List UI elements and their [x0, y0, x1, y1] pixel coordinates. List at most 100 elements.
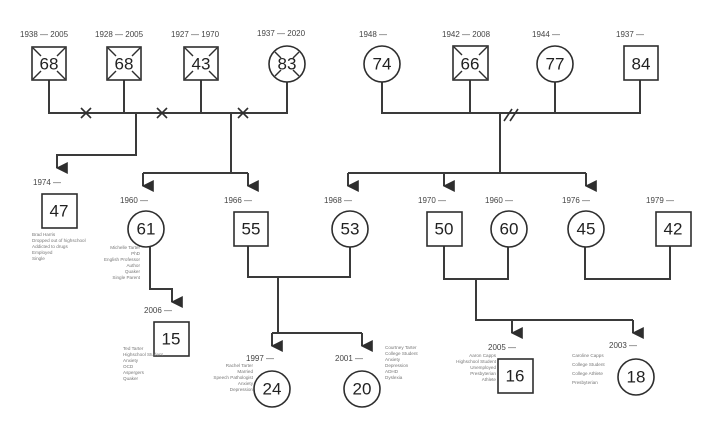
svg-text:Caroline Capps: Caroline Capps: [572, 353, 604, 358]
svg-text:Rachel Tarter: Rachel Tarter: [226, 363, 254, 368]
svg-text:ADHD: ADHD: [385, 369, 399, 374]
life-years: 1968 —: [324, 196, 352, 205]
life-years: 1976 —: [562, 196, 590, 205]
age-label: 84: [632, 55, 651, 74]
deceased-mark-icon: [32, 47, 66, 80]
person-g4[interactable]: 2005 — 16 Aaron Capps Highschool Student…: [456, 343, 534, 394]
middle-family-lines: [149, 245, 671, 352]
svg-text:Author: Author: [126, 263, 140, 268]
life-years: 1966 —: [224, 196, 252, 205]
person-c8[interactable]: 1979 — 42: [646, 196, 692, 247]
life-years: 1960 —: [485, 196, 513, 205]
life-years: 1937 — 2020: [257, 29, 306, 38]
person-g1[interactable]: 2006 — 15 Ted Tarter Highschool Student …: [123, 306, 190, 381]
svg-text:Speech Pathologist: Speech Pathologist: [213, 375, 253, 380]
age-label: 50: [435, 220, 454, 239]
svg-text:Michelle Tarter: Michelle Tarter: [110, 245, 140, 250]
person-g2[interactable]: 1997 — 24 Rachel Tarter Married Speech P…: [213, 354, 291, 408]
top-left-family-lines: [48, 64, 288, 192]
person-c2[interactable]: 1960 — 61 Michelle Tarter PhD English Pr…: [104, 196, 165, 280]
svg-text:Married: Married: [237, 369, 253, 374]
age-label: 45: [577, 220, 596, 239]
person-p2[interactable]: 1928 — 2005 68: [95, 30, 144, 81]
age-label: 68: [40, 55, 59, 74]
person-c7[interactable]: 1976 — 45: [562, 196, 605, 248]
svg-text:College Student: College Student: [572, 362, 605, 367]
svg-text:Aaron Capps: Aaron Capps: [469, 353, 497, 358]
life-years: 2003 —: [609, 341, 637, 350]
svg-text:Addicted to drugs: Addicted to drugs: [32, 244, 68, 249]
person-p6[interactable]: 1942 — 2008 66: [442, 30, 491, 81]
svg-text:Athlete: Athlete: [482, 377, 497, 382]
female-circle-icon: [127, 210, 165, 248]
person-p7[interactable]: 1944 — 77: [532, 30, 574, 83]
life-years: 1979 —: [646, 196, 674, 205]
svg-text:Quaker: Quaker: [123, 376, 139, 381]
person-c1[interactable]: 1974 — 47 Brad Harris Dropped out of hig…: [32, 178, 86, 261]
life-years: 2005 —: [488, 343, 516, 352]
svg-text:Single Parent: Single Parent: [112, 275, 140, 280]
life-years: 1944 —: [532, 30, 560, 39]
age-label: 24: [263, 380, 282, 399]
deceased-mark-icon: [453, 46, 488, 80]
top-right-family-lines: [346, 80, 641, 192]
svg-text:College Student: College Student: [385, 351, 418, 356]
male-square-icon: [233, 211, 269, 247]
female-circle-icon: [363, 45, 401, 83]
svg-text:Presbyterian: Presbyterian: [470, 371, 496, 376]
person-p3[interactable]: 1927 — 1970 43: [171, 30, 220, 81]
divorce-marks: [80, 107, 249, 119]
life-years: 1927 — 1970: [171, 30, 220, 39]
svg-text:Quaker: Quaker: [125, 269, 141, 274]
person-notes: Courtney Tarter College Student Anxiety …: [385, 345, 418, 380]
age-label: 15: [162, 330, 181, 349]
person-c6[interactable]: 1960 — 60: [485, 196, 528, 248]
deceased-mark-icon: [274, 51, 300, 77]
age-label: 61: [137, 220, 156, 239]
svg-text:Anxiety: Anxiety: [385, 357, 401, 362]
person-g3[interactable]: 2001 — 20 Courtney Tarter College Studen…: [335, 345, 418, 408]
svg-text:Courtney Tarter: Courtney Tarter: [385, 345, 417, 350]
person-notes: Rachel Tarter Married Speech Pathologist…: [213, 363, 253, 392]
svg-text:Employed: Employed: [32, 250, 53, 255]
svg-text:Dropped out of highschool: Dropped out of highschool: [32, 238, 86, 243]
age-label: 20: [353, 380, 372, 399]
person-notes: Brad Harris Dropped out of highschool Ad…: [32, 232, 86, 261]
person-p8[interactable]: 1937 — 84: [616, 30, 659, 81]
age-label: 68: [115, 55, 134, 74]
person-c3[interactable]: 1966 — 55: [224, 196, 269, 247]
age-label: 47: [50, 202, 69, 221]
svg-text:Anxiety: Anxiety: [238, 381, 254, 386]
person-g5[interactable]: 2003 — 18 Caroline Capps College Student…: [572, 341, 655, 396]
svg-text:Highschool Student: Highschool Student: [123, 352, 164, 357]
divorce-mark: [237, 107, 249, 119]
female-circle-icon: [253, 370, 291, 408]
person-c4[interactable]: 1968 — 53: [324, 196, 369, 248]
female-circle-icon: [567, 210, 605, 248]
person-p1[interactable]: 1938 — 2005 68: [20, 30, 69, 81]
life-years: 1997 —: [246, 354, 274, 363]
person-c5[interactable]: 1970 — 50: [418, 196, 463, 247]
svg-text:Depression: Depression: [230, 387, 254, 392]
age-label: 77: [546, 55, 565, 74]
life-years: 2001 —: [335, 354, 363, 363]
divorce-mark: [80, 107, 92, 119]
svg-text:Single: Single: [32, 256, 45, 261]
person-p5[interactable]: 1948 — 74: [359, 30, 401, 83]
female-circle-icon: [617, 358, 655, 396]
age-label: 43: [192, 55, 211, 74]
age-label: 16: [506, 367, 525, 386]
life-years: 1960 —: [120, 196, 148, 205]
deceased-mark-icon: [107, 47, 141, 80]
separation-mark: [503, 108, 519, 122]
male-square-icon: [153, 321, 190, 357]
age-label: 74: [373, 55, 392, 74]
age-label: 53: [341, 220, 360, 239]
svg-text:Ted Tarter: Ted Tarter: [123, 346, 144, 351]
person-p4[interactable]: 1937 — 2020 83: [257, 29, 306, 83]
life-years: 1942 — 2008: [442, 30, 491, 39]
svg-text:Anxiety: Anxiety: [123, 358, 139, 363]
svg-text:OCD: OCD: [123, 364, 134, 369]
person-notes: Ted Tarter Highschool Student Anxiety OC…: [123, 346, 164, 381]
